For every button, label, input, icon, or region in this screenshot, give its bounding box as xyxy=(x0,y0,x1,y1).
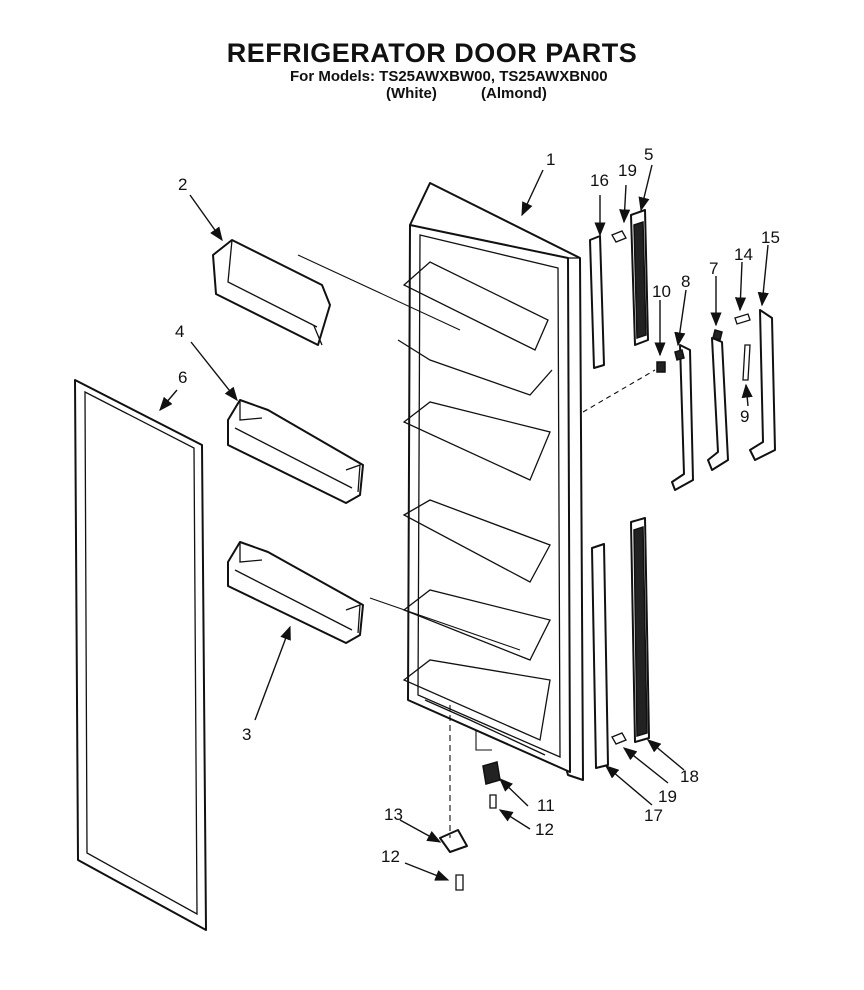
callout-8: 8 xyxy=(681,272,690,291)
model-numbers: For Models: TS25AWXBW00, TS25AWXBN00 xyxy=(290,68,608,85)
callout-18: 18 xyxy=(680,767,699,786)
callout-9: 9 xyxy=(740,407,749,426)
part-2-dairy-door-cover xyxy=(212,239,331,346)
callout-10: 10 xyxy=(652,282,671,301)
part-1-refrigerator-door xyxy=(397,182,584,781)
color-almond-label: (Almond) xyxy=(481,85,547,102)
callout-6: 6 xyxy=(178,368,187,387)
callout-16: 16 xyxy=(590,171,609,190)
part-4-door-bin-upper xyxy=(227,399,364,504)
parts-hinge-hardware xyxy=(439,761,501,891)
callout-15: 15 xyxy=(761,228,780,247)
callout-13: 13 xyxy=(384,805,403,824)
callout-14: 14 xyxy=(734,245,753,264)
callout-2: 2 xyxy=(178,175,187,194)
callout-19a: 19 xyxy=(618,161,637,180)
callout-1: 1 xyxy=(546,150,555,169)
callout-17: 17 xyxy=(644,806,663,825)
diagram-title: REFRIGERATOR DOOR PARTS xyxy=(226,38,638,68)
color-white-label: (White) xyxy=(386,85,437,102)
callout-12a: 12 xyxy=(535,820,554,839)
callout-12b: 12 xyxy=(381,847,400,866)
extension-lines xyxy=(297,254,656,838)
leader-lines xyxy=(159,164,769,881)
parts-handle-hardware xyxy=(656,309,776,491)
parts-lower-trim xyxy=(591,517,650,769)
part-6-door-gasket xyxy=(74,379,207,931)
callout-7: 7 xyxy=(709,259,718,278)
callout-19b: 19 xyxy=(658,787,677,806)
parts-upper-trim xyxy=(589,209,649,369)
callout-4: 4 xyxy=(175,322,184,341)
callout-3: 3 xyxy=(242,725,251,744)
callout-5: 5 xyxy=(644,145,653,164)
part-3-door-bin-lower xyxy=(227,541,364,644)
callout-11: 11 xyxy=(537,796,555,815)
callout-labels: 1 2 3 4 5 6 7 8 9 10 11 12 12 13 14 15 1… xyxy=(175,145,780,866)
